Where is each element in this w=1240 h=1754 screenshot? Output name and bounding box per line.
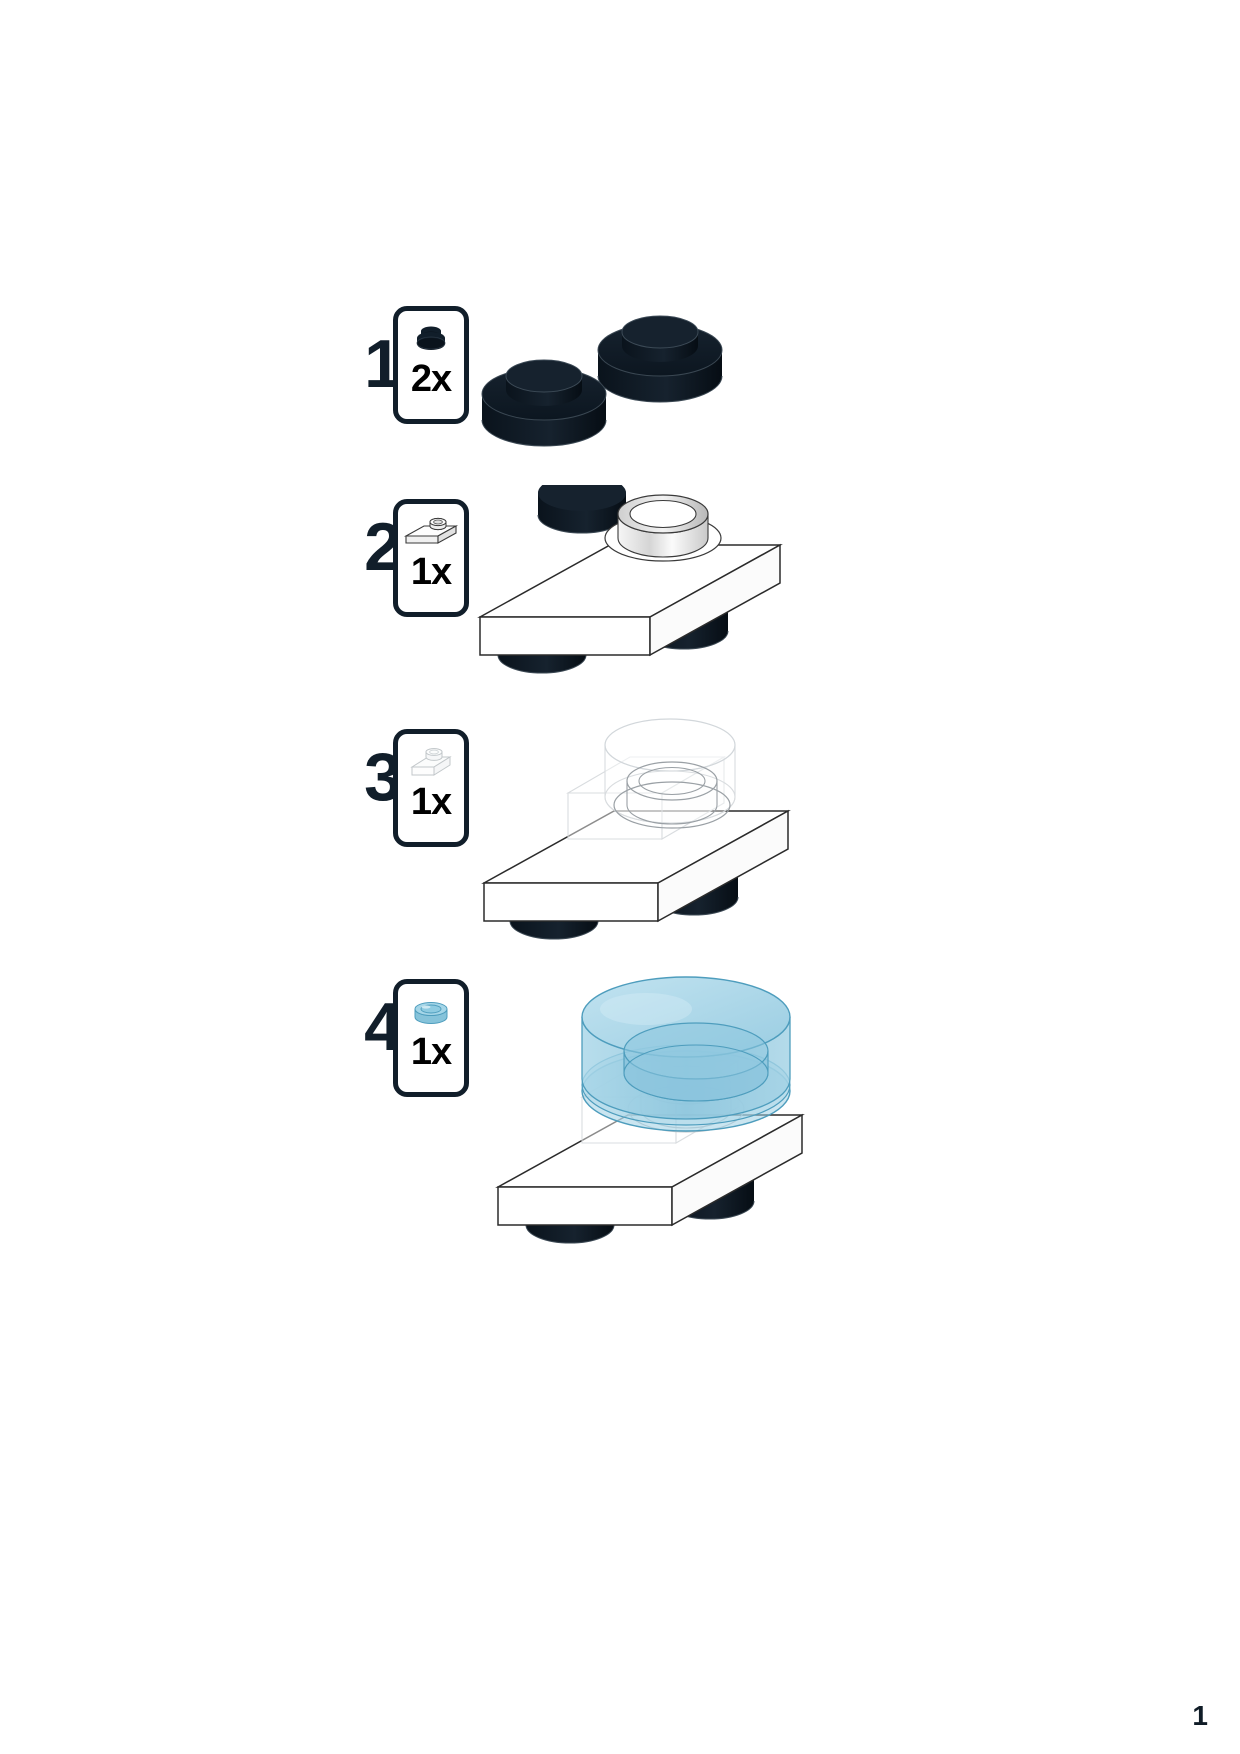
assembly-illustration-4 — [450, 965, 830, 1265]
build-step-3: 3 1x — [0, 715, 1240, 960]
step-number-1: 1 — [364, 326, 402, 402]
step-number-3: 3 — [364, 739, 402, 815]
assembly-illustration-1 — [470, 290, 790, 490]
assembly-illustration-2 — [450, 475, 810, 700]
build-step-4: 4 1x — [0, 965, 1240, 1255]
parts-count-2: 1x — [410, 551, 452, 593]
round-brick-black-icon — [398, 316, 464, 362]
page-number: 1 — [1192, 1700, 1208, 1731]
parts-count-1: 2x — [410, 358, 452, 400]
parts-count-3: 1x — [410, 781, 452, 823]
build-step-2: 2 1x — [0, 475, 1240, 700]
parts-callout-2: 1x — [393, 499, 469, 617]
parts-callout-1: 2x — [393, 306, 469, 424]
brick-clear-icon — [398, 739, 464, 785]
assembly-illustration-3 — [450, 715, 830, 965]
round-plate-transblue-icon — [398, 989, 464, 1035]
build-step-1: 1 2x — [0, 290, 1240, 490]
step-number-2: 2 — [364, 509, 402, 585]
parts-count-4: 1x — [410, 1031, 452, 1073]
step-number-4: 4 — [364, 989, 402, 1065]
plate-white-icon — [398, 509, 464, 555]
parts-callout-3: 1x — [393, 729, 469, 847]
parts-callout-4: 1x — [393, 979, 469, 1097]
